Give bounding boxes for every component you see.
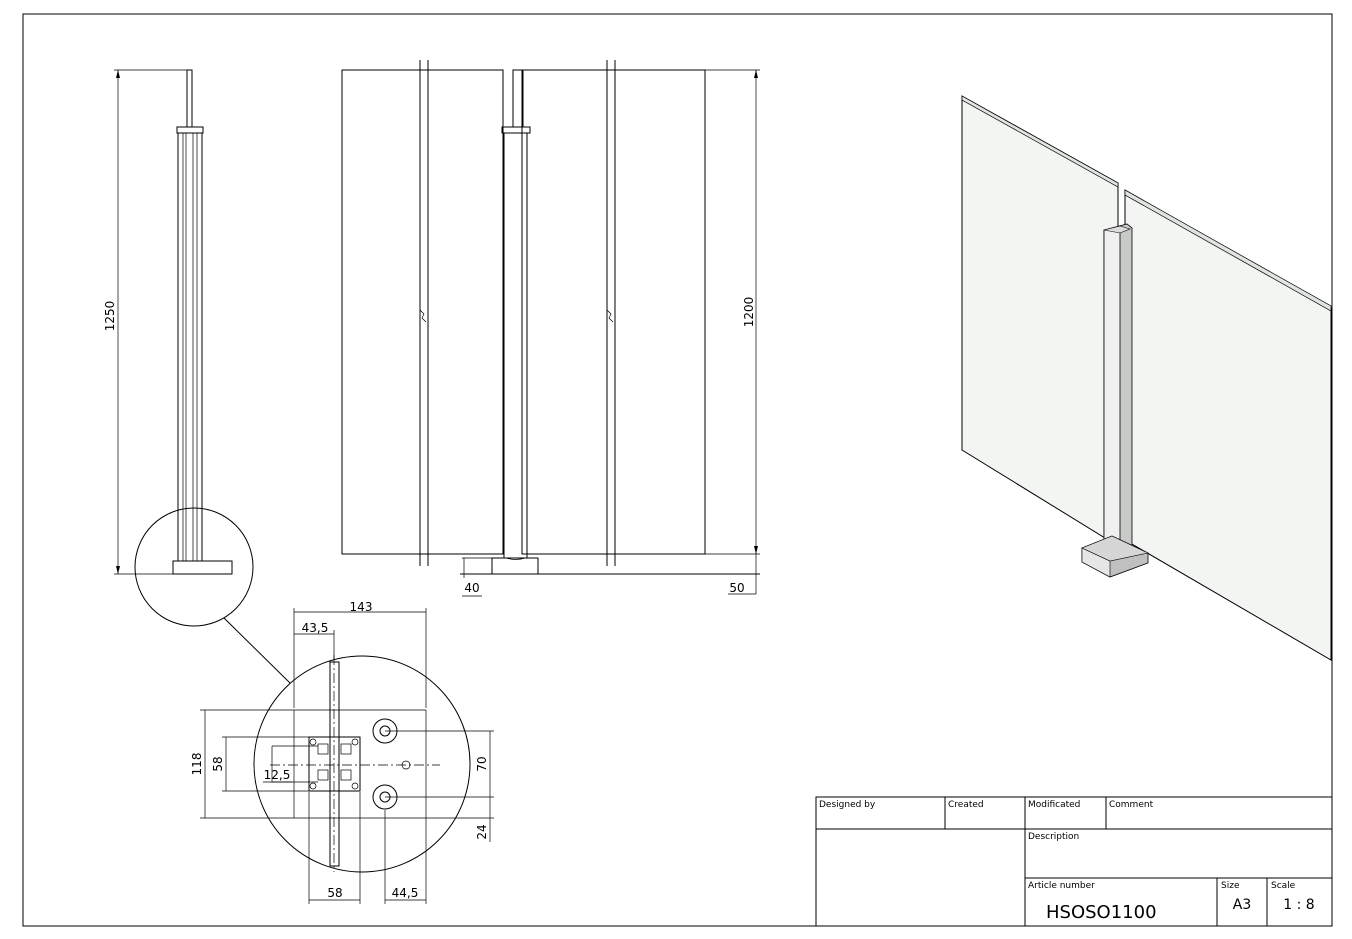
dim-hole-spacing: 70 [475,756,489,771]
dim-hole-spacing-small: 58 [211,756,225,771]
modificated-label: Modificated [1028,800,1080,810]
scale-value: 1 : 8 [1283,897,1314,913]
detail-circle [134,507,254,627]
detail-top-view [200,608,494,904]
dim-base-width: 143 [350,600,373,614]
dim-slot-width: 12,5 [264,768,291,782]
dim-bottom-right: 44,5 [392,886,419,900]
dim-gap-right: 50 [729,581,744,595]
dim-edge-offset: 24 [475,824,489,839]
dim-offset-left: 43,5 [302,621,329,635]
size-label: Size [1221,881,1240,891]
detail-leader [223,617,291,684]
isometric-view [961,95,1332,661]
dim-glass-height: 1200 [742,297,756,328]
article-number-value: HSOSO1100 [1046,902,1157,923]
scale-label: Scale [1271,881,1296,891]
comment-label: Comment [1109,800,1154,810]
side-view [114,69,291,684]
designed-by-label: Designed by [819,800,876,810]
size-value: A3 [1233,897,1251,913]
dim-gap-left: 40 [464,581,479,595]
dim-depth-total: 118 [190,753,204,776]
dim-bottom-left: 58 [327,886,342,900]
title-block [815,796,1333,927]
front-view [341,60,760,597]
article-number-label: Article number [1028,881,1095,891]
dim-post-height: 1250 [103,301,117,332]
description-label: Description [1028,832,1079,842]
drawing-frame [22,13,1333,927]
created-label: Created [948,800,984,810]
